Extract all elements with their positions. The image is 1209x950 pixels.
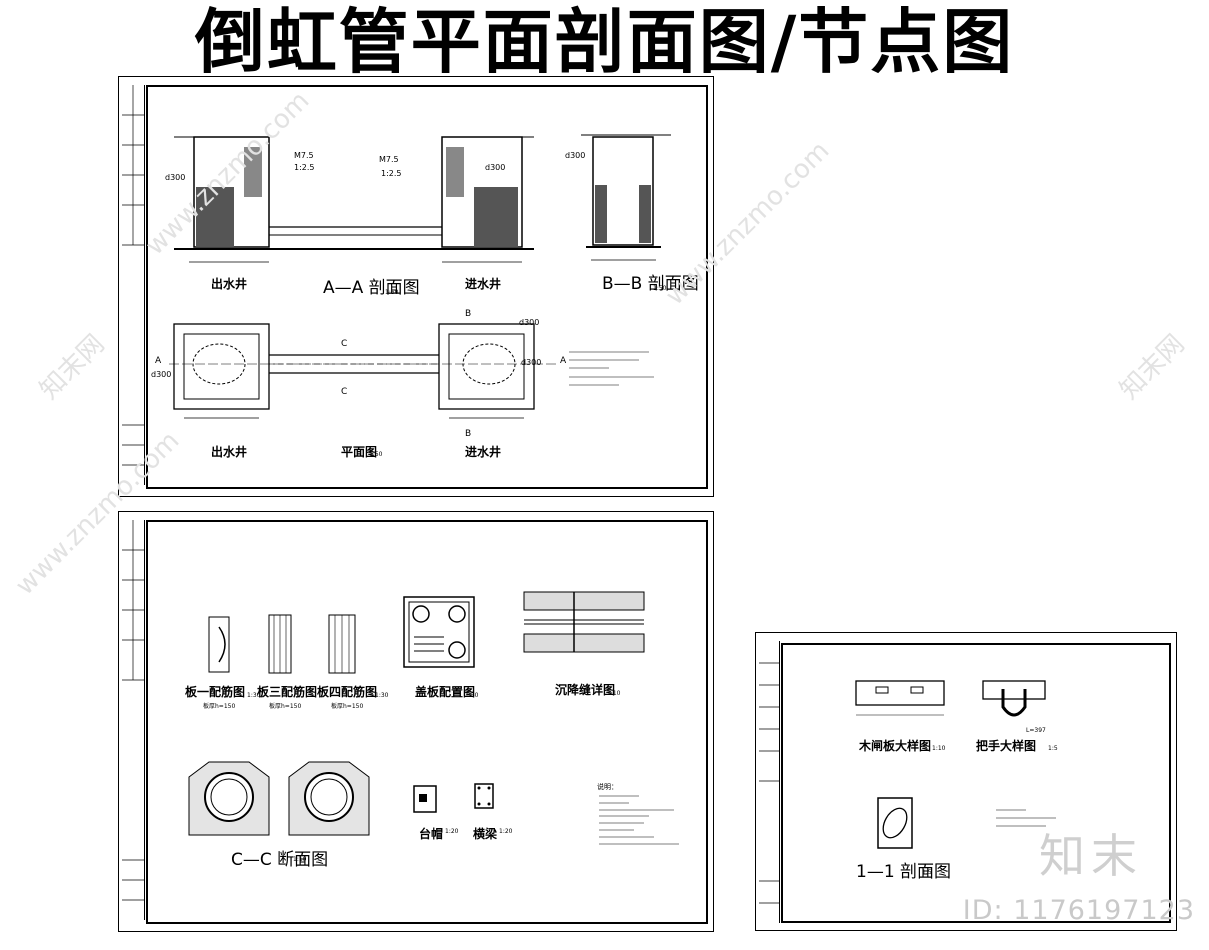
title-plate3: 板三配筋图 <box>257 685 318 699</box>
label-outlet-well-plan: 出水井 <box>211 445 248 459</box>
page-title: 倒虹管平面剖面图/节点图 <box>194 0 1015 83</box>
title-beam: 横梁 <box>473 827 498 841</box>
d300-label-plan-left: d300 <box>151 370 172 379</box>
drawing-frame-2 <box>146 520 708 924</box>
notes-lines <box>599 795 679 845</box>
mark-a-left: A <box>155 356 162 366</box>
d300-label-right: d300 <box>485 163 506 172</box>
title-joint: 沉降缝详图 <box>555 683 616 697</box>
notes-title: 说明： <box>597 783 618 791</box>
gate-notes-lines <box>996 809 1056 827</box>
scale-plate1: 1:30 <box>247 692 261 699</box>
title-handle: 把手大样图 <box>976 739 1037 753</box>
handle-length: L=397 <box>1026 727 1046 734</box>
title-block-left <box>122 520 145 920</box>
d300-label-left: d300 <box>165 173 186 182</box>
section-bb-drawing <box>581 134 671 261</box>
d300-label-plan-right: d300 <box>521 358 542 367</box>
note-plate1: 板厚h=150 <box>203 703 236 710</box>
scale-section-aa: 1:50 <box>385 289 399 296</box>
title-plate1: 板一配筋图 <box>185 685 246 699</box>
scale-beam: 1:20 <box>499 828 513 835</box>
title-block-left <box>122 85 145 485</box>
title-section-aa: A—A 剖面图 <box>323 278 420 298</box>
note-125-right: 1:2.5 <box>381 169 402 178</box>
title-block-left <box>759 641 780 923</box>
section-11-drawing <box>877 797 913 849</box>
scale-section-bb: 1:50 <box>653 285 667 292</box>
cover-plate-drawing <box>403 596 475 668</box>
mark-b-top: B <box>465 309 472 319</box>
scale-handle: 1:5 <box>1048 745 1058 752</box>
title-section-11: 1—1 剖面图 <box>856 862 952 882</box>
drawing-frame-3 <box>781 643 1171 923</box>
mark-c-top: C <box>341 339 348 349</box>
section-cc-drawing <box>188 761 370 836</box>
label-inlet-well-plan: 进水井 <box>465 445 502 459</box>
title-wood-gate: 木闸板大样图 <box>859 739 932 753</box>
label-outlet-well: 出水井 <box>211 277 248 291</box>
scale-section-cc: 1:10 <box>293 856 307 863</box>
label-inlet-well: 进水井 <box>465 277 502 291</box>
note-125-left: 1:2.5 <box>294 163 315 172</box>
title-block-grid <box>759 662 779 904</box>
plan-notes-lines <box>569 351 654 386</box>
d300-label-bb: d300 <box>565 151 586 160</box>
cap-beam-drawing <box>413 783 494 813</box>
scale-plate4: 1:30 <box>375 692 389 699</box>
scale-joint: 1:10 <box>607 690 621 697</box>
sheet-node-details: 板一配筋图 1:30 板厚h=150 板三配筋图 板厚h=150 板四配筋图 1… <box>118 511 714 932</box>
handle-drawing <box>982 680 1046 717</box>
scale-wood-gate: 1:10 <box>932 745 946 752</box>
title-section-cc: C—C 断面图 <box>231 850 329 870</box>
plan-drawing <box>169 323 559 419</box>
d300-label-plan-top: d300 <box>519 318 540 327</box>
note-plate3: 板厚h=150 <box>269 703 302 710</box>
watermark-brand-1: 知末网 <box>34 329 111 406</box>
mark-a-right: A <box>560 356 567 366</box>
mark-b-bottom: B <box>465 429 472 439</box>
watermark-id: ID: 1176197123 <box>962 895 1195 926</box>
section-aa-drawing <box>174 136 534 263</box>
title-plate4: 板四配筋图 <box>317 685 378 699</box>
drawing-frame-1 <box>146 85 708 489</box>
title-block-grid <box>122 520 144 901</box>
note-m75-right: M7.5 <box>379 155 399 164</box>
scale-cover: 1:50 <box>465 692 479 699</box>
note-plate4: 板厚h=150 <box>331 703 364 710</box>
title-block-grid <box>122 85 144 466</box>
note-m75-left: M7.5 <box>294 151 314 160</box>
settlement-joint-drawing <box>523 591 645 653</box>
plate-details-drawing <box>208 614 356 674</box>
scale-section-11: 1:5 <box>922 869 932 876</box>
scale-plan: 1:50 <box>369 451 383 458</box>
sheet-siphon-plan-section: M7.5 1:2.5 M7.5 1:2.5 d300 d300 出水井 进水井 … <box>118 76 714 497</box>
sheet-gate-details: 木闸板大样图 1:10 L=397 把手大样图 1:5 1—1 剖面图 1:5 <box>755 632 1177 931</box>
title-cap: 台帽 <box>419 827 444 841</box>
watermark-logo: 知末 <box>1039 829 1143 883</box>
watermark-brand-2: 知末网 <box>1114 329 1191 406</box>
wood-gate-drawing <box>855 680 945 716</box>
title-section-bb: B—B 剖面图 <box>602 274 699 294</box>
title-plan: 平面图 <box>341 445 378 459</box>
mark-c-bottom: C <box>341 387 348 397</box>
title-cover: 盖板配置图 <box>415 685 476 699</box>
scale-cap: 1:20 <box>445 828 459 835</box>
